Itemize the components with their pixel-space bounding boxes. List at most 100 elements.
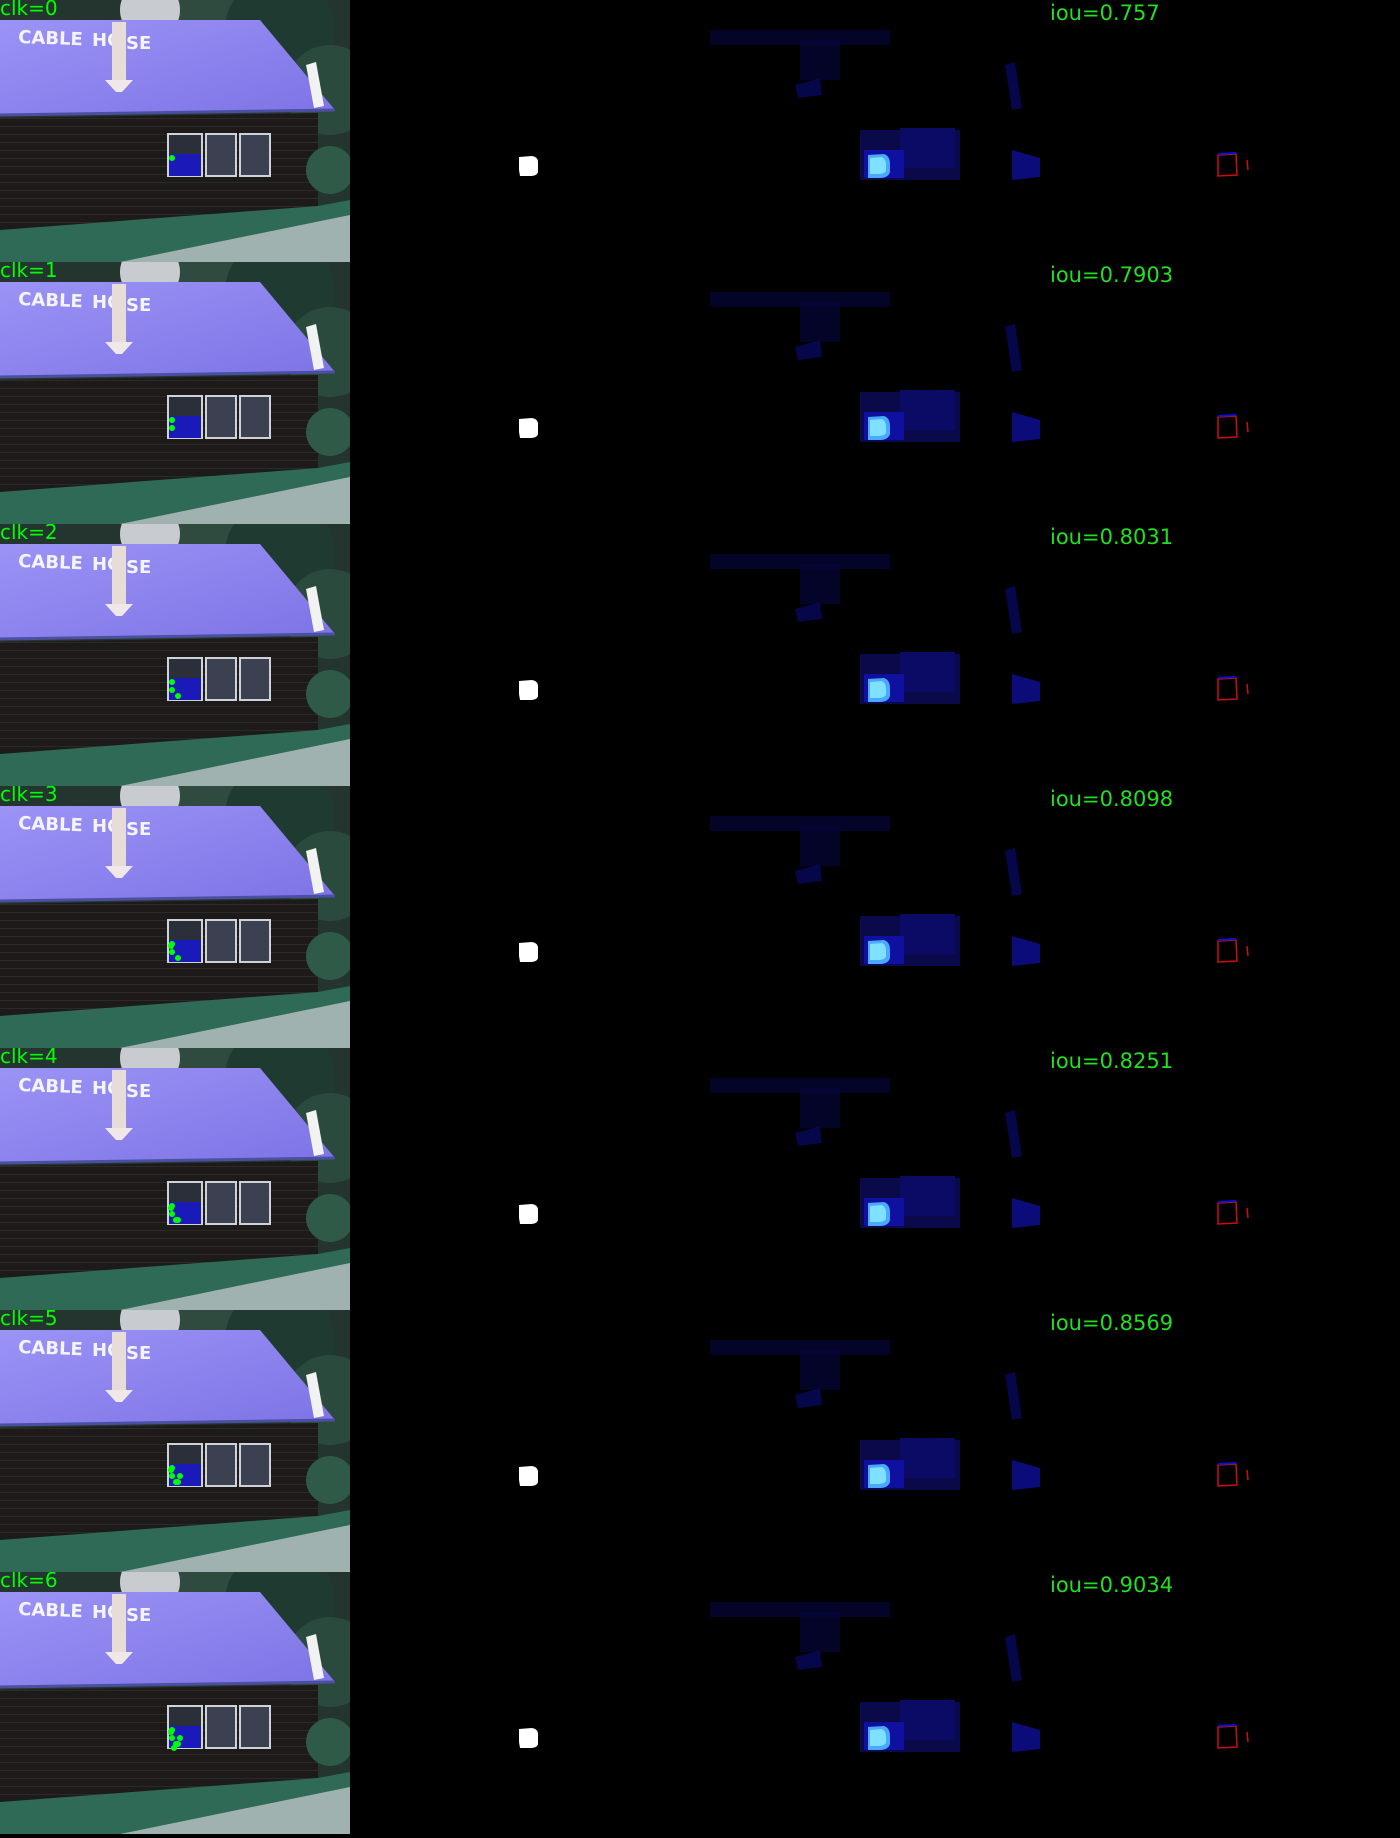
gt-mask-panel <box>350 1572 700 1834</box>
positive-click-point <box>169 687 175 693</box>
error-map-panel: iou=0.8251 <box>1050 1048 1400 1310</box>
sign-text-se: SE <box>126 295 151 316</box>
gt-mask <box>519 1728 538 1748</box>
input-image-panel: CABLE HO SE <box>0 1310 350 1572</box>
positive-click-point <box>168 1467 174 1473</box>
sign-text-cable: CABLE <box>18 1337 83 1360</box>
positive-click-point <box>173 1479 179 1485</box>
positive-click-point <box>173 1217 179 1223</box>
error-edge-map <box>1217 1724 1249 1749</box>
probability-map <box>710 816 1040 966</box>
sign-text-cable: CABLE <box>18 1599 83 1622</box>
positive-click-point <box>169 1211 175 1217</box>
gt-mask-panel <box>350 262 700 524</box>
iou-score-label: iou=0.8098 <box>1050 787 1174 811</box>
positive-click-point <box>169 155 175 161</box>
positive-click-point <box>177 1473 183 1479</box>
error-map-panel: iou=0.7903 <box>1050 262 1400 524</box>
sign-text-se: SE <box>126 819 151 840</box>
probability-map-panel <box>700 786 1050 1048</box>
iou-score-label: iou=0.8031 <box>1050 525 1174 549</box>
positive-click-point <box>168 1205 174 1211</box>
positive-click-point <box>169 949 175 955</box>
sign-text-se: SE <box>126 1081 151 1102</box>
gt-mask-panel <box>350 524 700 786</box>
error-map-panel: iou=0.757 <box>1050 0 1400 262</box>
probability-map-panel <box>700 524 1050 786</box>
probability-map-panel <box>700 262 1050 524</box>
gt-mask-panel <box>350 0 700 262</box>
probability-map <box>710 292 1040 442</box>
click-count-label: clk=5 <box>0 1310 58 1330</box>
iteration-row: CABLE HO SE <box>0 1572 1400 1834</box>
iteration-row: CABLE HO SE <box>0 262 1400 524</box>
sign-text-se: SE <box>126 557 151 578</box>
gt-mask <box>519 418 538 438</box>
error-map-panel: iou=0.8098 <box>1050 786 1400 1048</box>
click-points <box>168 1465 183 1485</box>
positive-click-point <box>168 1729 174 1735</box>
sign-text-se: SE <box>126 1605 151 1626</box>
iou-score-label: iou=0.7903 <box>1050 263 1174 287</box>
positive-click-point <box>171 1745 177 1751</box>
gt-mask <box>519 1466 538 1486</box>
gt-mask-panel <box>350 786 700 1048</box>
positive-click-point <box>175 693 181 699</box>
iteration-row: CABLE HO SE <box>0 1048 1400 1310</box>
click-count-label: clk=2 <box>0 524 58 544</box>
input-image-panel: CABLE HO SE <box>0 524 350 786</box>
gt-mask-panel <box>350 1048 700 1310</box>
positive-click-point <box>168 943 174 949</box>
positive-click-point <box>169 425 175 431</box>
sign-text-se: SE <box>126 1343 151 1364</box>
house-photo: CABLE HO SE <box>0 0 350 262</box>
probability-map <box>710 1078 1040 1228</box>
sign-text-cable: CABLE <box>18 1075 83 1098</box>
click-count-label: clk=1 <box>0 262 58 282</box>
iteration-row: CABLE HO SE <box>0 524 1400 786</box>
iou-score-label: iou=0.8251 <box>1050 1049 1174 1073</box>
click-points <box>168 1727 183 1751</box>
error-edge-map <box>1217 1200 1249 1225</box>
positive-click-point <box>169 1735 175 1741</box>
click-points <box>169 679 181 699</box>
error-edge-map <box>1217 414 1249 439</box>
probability-map-panel <box>700 1048 1050 1310</box>
sign-text-cable: CABLE <box>18 813 83 836</box>
positive-click-point <box>177 1735 183 1741</box>
gt-mask <box>519 1204 538 1224</box>
probability-map <box>710 554 1040 704</box>
click-points <box>169 155 175 161</box>
positive-click-point <box>169 679 175 685</box>
gt-mask <box>519 680 538 700</box>
house-photo: CABLE HO SE <box>0 1572 350 1834</box>
positive-click-point <box>169 1473 175 1479</box>
click-count-label: clk=0 <box>0 0 58 20</box>
sign-text-se: SE <box>126 33 151 54</box>
click-count-label: clk=4 <box>0 1048 58 1068</box>
gt-mask <box>519 942 538 962</box>
sign-text-cable: CABLE <box>18 27 83 50</box>
error-edge-map <box>1217 676 1249 701</box>
probability-map <box>710 1602 1040 1752</box>
probability-map-panel <box>700 0 1050 262</box>
gt-mask <box>519 156 538 176</box>
iteration-row: CABLE HO SE <box>0 786 1400 1048</box>
error-edge-map <box>1217 152 1249 177</box>
house-photo: CABLE HO SE <box>0 1310 350 1572</box>
input-image-panel: CABLE HO SE <box>0 786 350 1048</box>
gt-mask-panel <box>350 1310 700 1572</box>
probability-map <box>710 30 1040 180</box>
sign-text-cable: CABLE <box>18 289 83 312</box>
click-points <box>168 941 181 961</box>
house-photo: CABLE HO SE <box>0 524 350 786</box>
error-edge-map <box>1217 938 1249 963</box>
error-map-panel: iou=0.9034 <box>1050 1572 1400 1834</box>
probability-map <box>710 1340 1040 1490</box>
probability-map-panel <box>700 1310 1050 1572</box>
sign-text-cable: CABLE <box>18 551 83 574</box>
click-points <box>169 417 175 431</box>
iou-score-label: iou=0.9034 <box>1050 1573 1174 1597</box>
input-image-panel: CABLE HO SE <box>0 1572 350 1834</box>
